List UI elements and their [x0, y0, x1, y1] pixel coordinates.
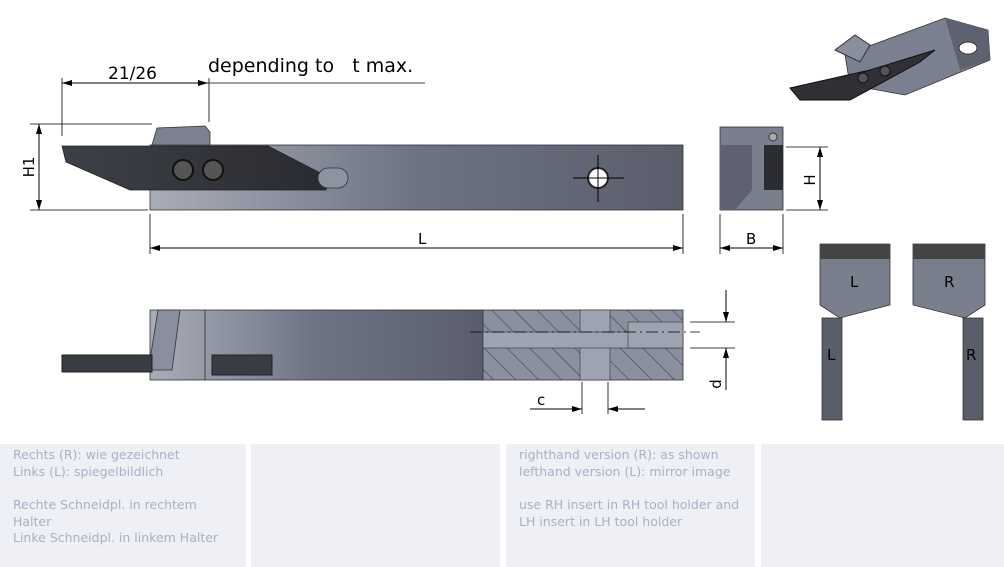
screw-icon: [172, 159, 194, 181]
notes-english: righthand version (R): as shown lefthand…: [506, 444, 755, 567]
screw-icon: [202, 159, 224, 181]
left-insert-label: L: [850, 273, 859, 291]
note-line: use RH insert in RH tool holder and: [519, 497, 740, 512]
depth-note: depending to t max.: [208, 55, 413, 77]
note-line: Linke Schneidpl. in linkem Halter: [13, 530, 219, 545]
side-view: 21/26 depending to t max. H1 L: [20, 55, 684, 254]
top-view: d c: [61, 290, 735, 414]
left-shank-label: L: [827, 346, 836, 364]
insert-left: L L: [819, 243, 891, 421]
dim-h: H: [801, 174, 819, 185]
dim-b: B: [746, 230, 756, 248]
notes-german: Rechts (R): wie gezeichnet Links (L): sp…: [0, 444, 246, 567]
note-line: Rechts (R): wie gezeichnet: [13, 447, 180, 462]
note-line: lefthand version (L): mirror image: [519, 463, 731, 479]
note-line: Rechte Schneidpl. in rechtem Halter: [13, 497, 197, 529]
dim-l: L: [418, 230, 427, 248]
right-shank-label: R: [966, 346, 976, 364]
insert-right: R R: [912, 243, 986, 421]
dim-h1: H1: [20, 157, 38, 178]
isometric-view: [789, 17, 991, 101]
note-line: LH insert in LH tool holder: [519, 513, 683, 529]
dim-c: c: [537, 391, 545, 409]
note-line: righthand version (R): as shown: [519, 447, 719, 462]
notes-panel-empty: [761, 444, 1004, 567]
right-insert-label: R: [944, 273, 954, 291]
dim-d: d: [707, 379, 725, 389]
end-view: H B: [719, 126, 828, 254]
technical-drawing: 21/26 depending to t max. H1 L H B: [20, 17, 991, 421]
dim-insert-length: 21/26: [108, 64, 157, 84]
notes-panel-empty: [251, 444, 500, 567]
note-line: Links (L): spiegelbildlich: [13, 463, 164, 479]
